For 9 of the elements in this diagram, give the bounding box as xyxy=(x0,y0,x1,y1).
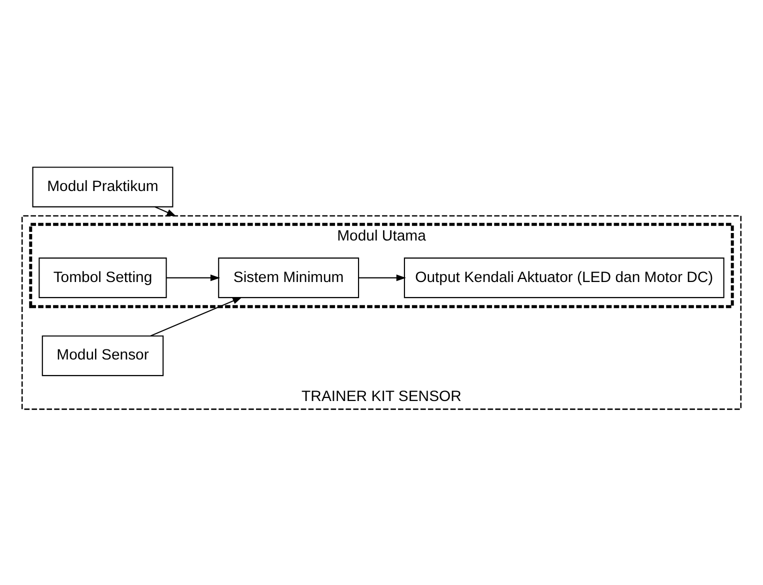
arrow xyxy=(154,206,176,217)
arrow xyxy=(358,274,406,282)
node-box: Modul Praktikum xyxy=(32,166,174,208)
node-box: Modul Sensor xyxy=(42,335,164,376)
node-box: Sistem Minimum xyxy=(218,258,360,298)
node-box: Tombol Setting xyxy=(38,258,167,298)
arrow xyxy=(150,297,242,336)
arrow xyxy=(166,274,220,282)
node-box: Output Kendali Aktuator (LED dan Motor DC) xyxy=(404,258,724,298)
